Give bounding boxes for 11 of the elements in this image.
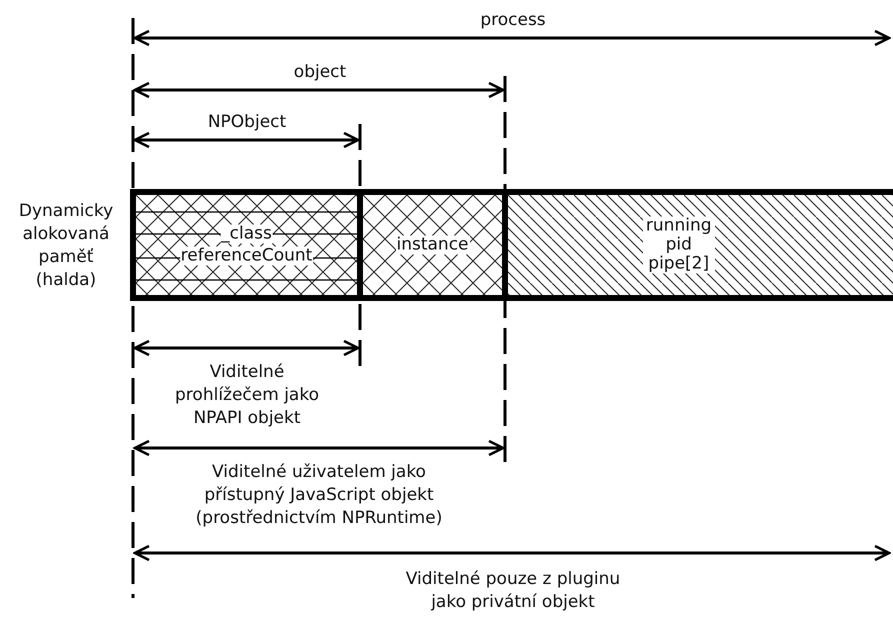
dimension-label: NPObject <box>206 111 288 134</box>
annotation-text: Viditelné prohlížečem jako NPAPI objekt <box>174 361 320 430</box>
field-label: referenceCount <box>180 246 314 266</box>
dimension-label: object <box>292 61 348 84</box>
field-label: instance <box>395 236 470 254</box>
field-label: running pid pipe[2] <box>642 216 715 274</box>
annotation-text: Viditelné uživatelem jako přístupný JavaScript objekt (prostřednictvím NPRuntime) <box>194 461 444 530</box>
annotation-text: Viditelné pouze z pluginu jako privátní objekt <box>404 568 622 614</box>
annotation-text: Dynamicky alokovaná paměť (halda) <box>18 200 114 292</box>
dimension-label: process <box>479 9 547 32</box>
field-label: _class <box>220 224 273 244</box>
